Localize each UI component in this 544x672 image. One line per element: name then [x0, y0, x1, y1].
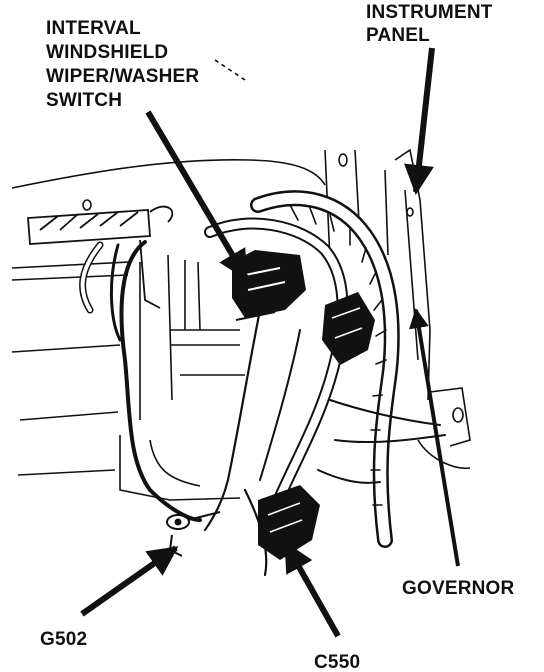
callout-arrows — [80, 47, 460, 638]
label-c550: C550 — [314, 652, 360, 672]
label-g502: G502 — [40, 629, 87, 650]
c550-connector — [258, 485, 320, 560]
arrow-interval-switch — [145, 110, 249, 281]
dashboard-structure — [11, 59, 471, 501]
arrow-c550 — [283, 541, 341, 638]
governor-module — [322, 292, 375, 365]
arrow-governor — [409, 308, 460, 567]
switch-housing — [27, 205, 174, 309]
arrow-instrument-panel — [404, 47, 435, 195]
arrow-g502 — [80, 545, 179, 617]
label-interval-switch: INTERVAL WINDSHIELD WIPER/WASHER SWITCH — [46, 18, 205, 111]
label-instrument-panel: INSTRUMENT PANEL — [366, 2, 498, 46]
switch-connector — [232, 250, 306, 321]
label-governor: GOVERNOR — [402, 578, 515, 599]
